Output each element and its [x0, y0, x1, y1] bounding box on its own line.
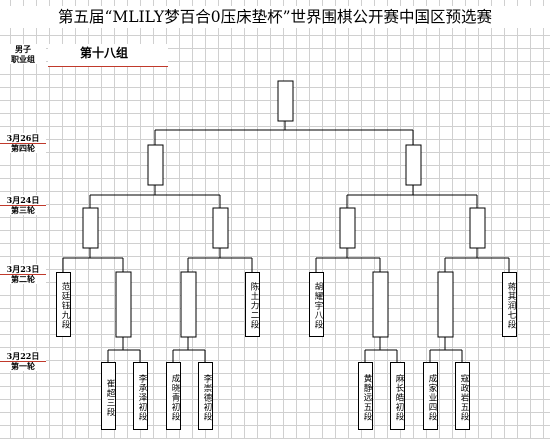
round2-slot-d [437, 271, 454, 338]
division-label: 男子 职业组 [0, 44, 46, 64]
semifinal-slot-right [405, 144, 422, 186]
round-1-divider [0, 361, 46, 362]
group-title: 第十八组 [80, 46, 129, 60]
round-4-label: 3月26日 第四轮 [0, 133, 46, 153]
player-slot: 寇政岩五段 [455, 362, 470, 430]
player-slot: 麻长皓初段 [390, 362, 405, 430]
player-slot: 成晓青初段 [166, 362, 181, 430]
quarter-slot-4 [469, 207, 486, 249]
quarter-slot-2 [212, 207, 229, 249]
round-2-label: 3月23日 第二轮 [0, 264, 46, 284]
round-2-date: 3月23日 [6, 264, 40, 274]
player-slot: 蒋其润七段 [502, 272, 517, 337]
group-header [48, 44, 168, 67]
quarter-slot-1 [82, 207, 99, 249]
round-1-name: 第一轮 [11, 361, 35, 371]
player-slot: 崔超三段 [101, 362, 116, 430]
round-2-divider [0, 274, 46, 275]
division-line1: 男子 [15, 44, 31, 54]
round2-slot-b [180, 271, 197, 338]
player-slot: 黄静远五段 [358, 362, 373, 430]
player-slot: 胡耀宇八段 [309, 272, 324, 337]
round-4-divider [0, 143, 46, 144]
player-slot: 陈土力二段 [245, 272, 260, 337]
round-1-label: 3月22日 第一轮 [0, 351, 46, 371]
quarter-slot-3 [339, 207, 356, 249]
round-3-name: 第三轮 [11, 205, 35, 215]
round-1-date: 3月22日 [6, 351, 40, 361]
round-3-divider [0, 205, 46, 206]
round2-slot-a [115, 271, 132, 338]
player-slot: 李崇德初段 [198, 362, 213, 430]
round2-slot-c [372, 271, 389, 338]
division-line2: 职业组 [11, 54, 35, 64]
final-slot [277, 80, 294, 122]
page-title: 第五届“MLILY梦百合0压床垫杯”世界围棋公开赛中国区预选赛 [0, 6, 550, 28]
player-slot: 成家业四段 [423, 362, 438, 430]
player-slot: 李承泽初段 [133, 362, 148, 430]
round-4-name: 第四轮 [11, 143, 35, 153]
round-3-date: 3月24日 [6, 195, 40, 205]
round-4-date: 3月26日 [6, 133, 40, 143]
round-2-name: 第二轮 [11, 274, 35, 284]
round-3-label: 3月24日 第三轮 [0, 195, 46, 215]
semifinal-slot-left [147, 144, 164, 186]
player-slot: 范廷钰九段 [56, 272, 71, 337]
